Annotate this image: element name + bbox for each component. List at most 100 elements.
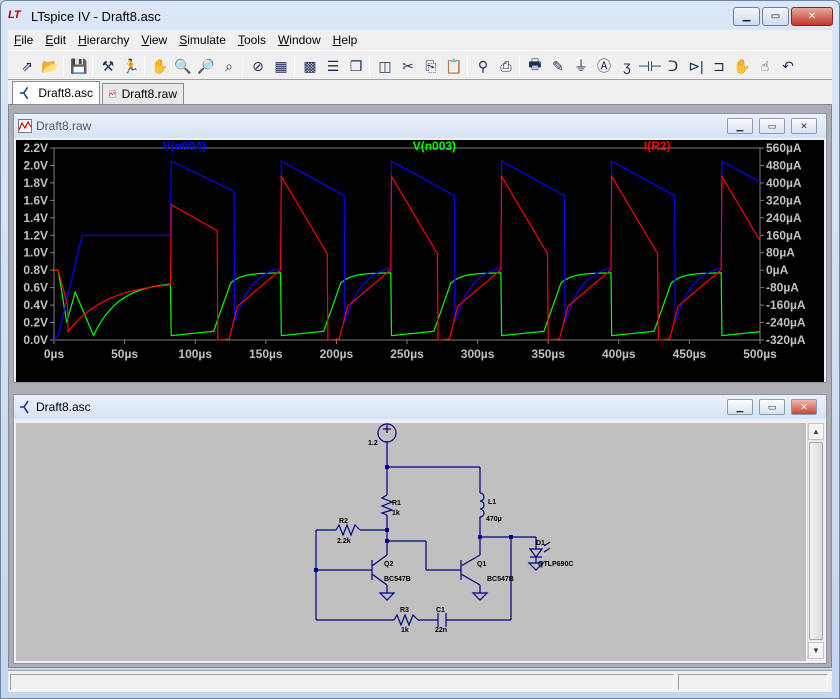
zoom-out-button[interactable]: 🔎 — [195, 55, 217, 77]
y-right-tick-label: -160µA — [766, 298, 806, 312]
scroll-thumb[interactable] — [809, 442, 823, 640]
arrow-up-icon: ▲ — [812, 427, 820, 436]
y-left-tick-label: 0.6V — [23, 281, 48, 295]
schematic-vertical-scrollbar[interactable]: ▲ ▼ — [807, 423, 824, 659]
schematic-restore-button[interactable]: ▭ — [759, 399, 785, 415]
component-button[interactable]: ⊐ — [708, 55, 730, 77]
c1-ref-label: C1 — [436, 607, 445, 614]
schematic-canvas[interactable]: 1.2 R1 1k R2 2.2k R3 1k L1 470µ C1 22n Q… — [16, 423, 806, 661]
menu-help[interactable]: Help — [327, 30, 364, 50]
waveform-restore-button[interactable]: ▭ — [759, 118, 785, 134]
inductor-button[interactable]: ᑐ — [662, 55, 684, 77]
move-icon: ✋ — [733, 57, 751, 74]
cut-button[interactable]: ✂ — [397, 55, 419, 77]
waveform-window-title: Draft8.raw — [36, 119, 92, 133]
q1-ref-label: Q1 — [477, 561, 486, 568]
document-tabs: Draft8.asc Draft8.raw — [8, 80, 832, 104]
y-right-tick-label: 400µA — [766, 176, 802, 190]
zoom-cancel-button[interactable]: ⊘ — [247, 55, 269, 77]
drag-button[interactable]: ☝ — [754, 55, 776, 77]
scroll-up-button[interactable]: ▲ — [808, 423, 824, 440]
menu-file[interactable]: File — [8, 30, 39, 50]
schematic-window-title: Draft8.asc — [36, 400, 91, 414]
toolbar-separator — [519, 56, 520, 76]
label-button[interactable]: Ⓐ — [593, 55, 615, 77]
waveform-plot[interactable]: 0.0V0.2V0.4V0.6V0.8V1.0V1.2V1.4V1.6V1.8V… — [16, 140, 824, 382]
maximize-icon: ▭ — [770, 11, 781, 22]
cascade-button[interactable]: ❐ — [345, 55, 367, 77]
menu-hierarchy[interactable]: Hierarchy — [72, 30, 135, 50]
waveform-close-button[interactable]: ✕ — [791, 118, 817, 134]
waveform-window-titlebar[interactable]: Draft8.raw ▁ ▭ ✕ — [14, 114, 826, 138]
menu-mnemonic: F — [14, 33, 22, 47]
wire-button[interactable]: ✎ — [547, 55, 569, 77]
tile-horizontal-button[interactable]: ☰ — [322, 55, 344, 77]
menu-simulate[interactable]: Simulate — [173, 30, 232, 50]
close-icon: ✕ — [800, 401, 808, 412]
tab-draft8-asc[interactable]: Draft8.asc — [12, 81, 100, 104]
paste-icon: 📋 — [445, 57, 463, 74]
schematic-window[interactable]: Draft8.asc ▁ ▭ ✕ — [13, 394, 827, 664]
status-info-cell — [678, 674, 828, 690]
schematic-icon — [20, 400, 29, 414]
minimize-icon: ▁ — [742, 11, 751, 22]
menu-mnemonic: H — [78, 33, 87, 47]
toolbar-separator — [63, 56, 64, 76]
copy-button[interactable]: ⎘ — [420, 55, 442, 77]
scroll-down-button[interactable]: ▼ — [808, 642, 824, 659]
minimize-button[interactable]: ▁ — [733, 7, 760, 26]
diode-icon: ⊳| — [688, 57, 704, 74]
find-button[interactable]: ⚲ — [472, 55, 494, 77]
zoom-cancel-icon: ⊘ — [252, 57, 264, 74]
toolbar-separator — [369, 56, 370, 76]
x-tick-label: 50µs — [111, 347, 138, 361]
pan-button[interactable]: ✋ — [149, 55, 171, 77]
legend-i-r2-: I(R2) — [644, 140, 671, 153]
capacitor-button[interactable]: ⊣⊢ — [638, 55, 662, 77]
tab-draft8-raw[interactable]: Draft8.raw — [102, 83, 184, 104]
l1-value-label: 470µ — [486, 516, 502, 523]
waveform-minimize-button[interactable]: ▁ — [727, 118, 753, 134]
diode-button[interactable]: ⊳| — [685, 55, 707, 77]
title-bar[interactable]: LT LTspice IV - Draft8.asc ▁ ▭ ✕ — [0, 0, 840, 30]
y-left-tick-label: 2.2V — [23, 141, 48, 155]
menu-edit[interactable]: Edit — [39, 30, 72, 50]
ground-button[interactable]: ⏚ — [570, 55, 592, 77]
menu-window[interactable]: Window — [272, 30, 327, 50]
save-button[interactable]: 💾 — [68, 55, 90, 77]
series-v-n004-line — [53, 160, 761, 341]
control-panel-button[interactable]: ⚒ — [97, 55, 119, 77]
zoom-in-button[interactable]: 🔍 — [172, 55, 194, 77]
menu-view[interactable]: View — [135, 30, 173, 50]
q2-value-label: BC547B — [384, 576, 411, 583]
open-button[interactable]: 📂 — [39, 55, 61, 77]
menu-tools[interactable]: Tools — [232, 30, 272, 50]
grid-button[interactable]: ▩ — [299, 55, 321, 77]
new-schematic-button[interactable]: ⇗ — [16, 55, 38, 77]
run-icon: 🏃 — [122, 57, 140, 74]
restore-icon: ▭ — [767, 120, 777, 131]
tile-vertical-button[interactable]: ◫ — [374, 55, 396, 77]
y-right-tick-label: 80µA — [766, 246, 795, 260]
d1-ref-label: D1 — [536, 540, 545, 547]
print-button[interactable]: 🖶 — [524, 55, 546, 77]
close-button[interactable]: ✕ — [791, 7, 833, 26]
run-button[interactable]: 🏃 — [120, 55, 142, 77]
zoom-fit-button[interactable]: ⌕ — [218, 55, 240, 77]
autorange-button[interactable]: ▦ — [270, 55, 292, 77]
ground-icon: ⏚ — [574, 58, 588, 74]
print-preview-button[interactable]: ⎙ — [495, 55, 517, 77]
move-button[interactable]: ✋ — [731, 55, 753, 77]
y-right-tick-label: 320µA — [766, 193, 802, 207]
schematic-window-titlebar[interactable]: Draft8.asc ▁ ▭ ✕ — [14, 395, 826, 419]
maximize-button[interactable]: ▭ — [762, 7, 789, 26]
schematic-minimize-button[interactable]: ▁ — [727, 399, 753, 415]
schematic-close-button[interactable]: ✕ — [791, 399, 817, 415]
grid-icon: ▩ — [303, 57, 317, 74]
paste-button[interactable]: 📋 — [443, 55, 465, 77]
undo-icon: ↶ — [782, 57, 794, 74]
undo-button[interactable]: ↶ — [777, 55, 799, 77]
resistor-button[interactable]: ʒ — [616, 55, 638, 77]
y-left-tick-label: 1.2V — [23, 228, 48, 242]
